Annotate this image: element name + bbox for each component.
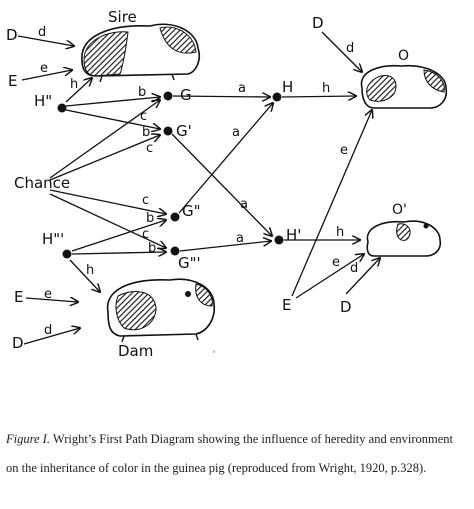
d-bottom-label: D — [340, 298, 352, 316]
germ-g-node — [163, 91, 173, 101]
figure-caption: Figure I. Wright’s First Path Diagram sh… — [6, 425, 468, 483]
sire-guinea-pig-illustration — [81, 23, 201, 83]
path-label-c-g1: c — [146, 141, 153, 156]
e-bottom-label: E — [282, 296, 291, 314]
path-label-a-g1h2: a — [240, 197, 248, 212]
path-label-d-o2: d — [350, 261, 358, 276]
path-label-h-o2: h — [336, 225, 344, 240]
path-label-a-gh: a — [238, 81, 246, 96]
path-label-c-g: c — [140, 109, 147, 124]
figure-label: Figure I. — [6, 432, 50, 446]
germ-g1-label: G' — [176, 122, 192, 140]
e-dam-label: E — [14, 288, 23, 306]
offspring-o-label: O — [398, 48, 409, 64]
offspring-o2-label: O' — [392, 202, 407, 218]
figure-caption-text: Wright’s First Path Diagram showing the … — [6, 432, 453, 475]
d-top-label: D — [312, 14, 324, 32]
path-label-e-o2: e — [332, 255, 340, 270]
path-label-h-sire: h — [70, 77, 78, 92]
sire-heredity-label: H" — [34, 92, 52, 110]
path-label-b-g2: b — [146, 211, 154, 226]
path-label-b-g3: b — [148, 241, 156, 256]
path-label-a-g2h: a — [232, 125, 240, 140]
sire-label: Sire — [108, 8, 137, 26]
path-label-a-g3h2: a — [236, 231, 244, 246]
offspring2-heredity-label: H' — [286, 226, 301, 244]
germ-g2-node — [170, 212, 180, 222]
dam-heredity-node — [62, 249, 72, 259]
path-label-h-o: h — [322, 81, 330, 96]
path-label-d-o: d — [346, 41, 354, 56]
sire-heredity-node — [57, 103, 67, 113]
e-sire-label: E — [8, 72, 17, 90]
path-label-d-sire: d — [38, 25, 46, 40]
offspring-o-illustration — [360, 64, 448, 109]
path-coefficient-labels: d e h b c b c c b c b h e d a a a a h h … — [38, 25, 358, 338]
offspring-heredity-label: H — [282, 78, 293, 96]
offspring-heredity-node — [272, 92, 282, 102]
germ-g-label: G — [180, 86, 192, 104]
path-label-c-g3: c — [142, 227, 149, 242]
path-diagram: Sire Dam O O' D E H" Chance H"' E D G G'… — [6, 8, 448, 360]
path-arrows — [17, 31, 380, 345]
path-label-e-sire: e — [40, 61, 48, 76]
dam-label: Dam — [118, 342, 153, 360]
path-label-h-dam: h — [86, 263, 94, 278]
d-sire-label: D — [6, 26, 18, 44]
d-dam-label: D — [12, 334, 24, 352]
germ-g1-node — [163, 126, 173, 136]
path-label-e-dam: e — [44, 287, 52, 302]
chance-label: Chance — [14, 174, 70, 192]
path-label-b-g1: b — [142, 125, 150, 140]
path-label-d-dam: d — [44, 323, 52, 338]
path-label-e-o: e — [340, 143, 348, 158]
offspring2-heredity-node — [274, 235, 284, 245]
path-label-b-g: b — [138, 85, 146, 100]
germ-g3-node — [170, 246, 180, 256]
offspring-o2-illustration — [366, 220, 442, 257]
germ-g3-label: G"' — [178, 254, 201, 272]
dam-heredity-label: H"' — [42, 230, 64, 248]
germ-g2-label: G" — [182, 202, 201, 220]
path-label-c-g2: c — [142, 193, 149, 208]
dam-guinea-pig-illustration — [106, 278, 216, 343]
